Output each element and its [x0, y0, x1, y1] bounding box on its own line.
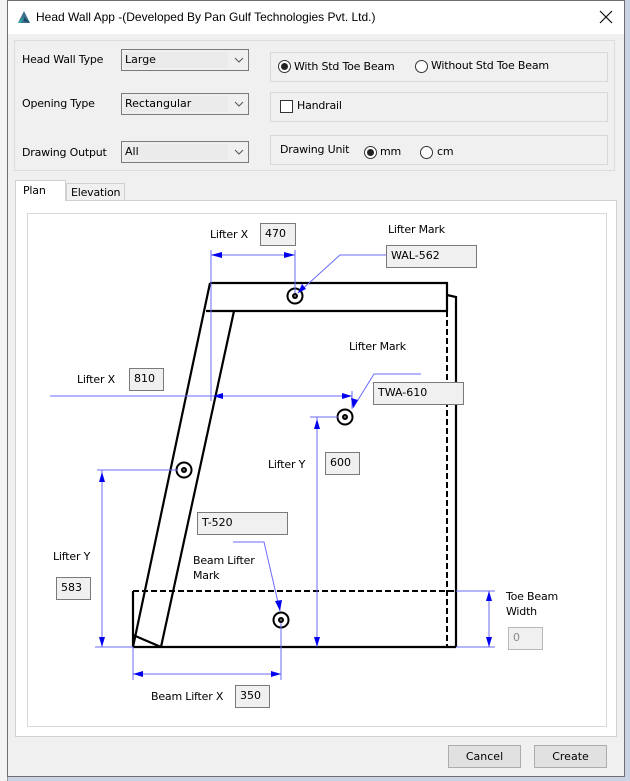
mid-lifter-mark-leader [352, 373, 421, 409]
close-button[interactable] [596, 7, 616, 27]
toe-beam-width-label-line2: Width [506, 605, 537, 618]
top-lifter-mark-label: Lifter Mark [388, 223, 445, 236]
beam-lifter-mark-input[interactable]: T-520 [197, 512, 288, 535]
lifter-beam [272, 611, 290, 629]
mid-lifter-mark-label: Lifter Mark [349, 340, 406, 353]
drawing-output-label: Drawing Output [22, 146, 107, 159]
dimension-arrows [99, 252, 492, 677]
arrow [486, 591, 492, 601]
top-lifter-mark-leader [297, 254, 386, 294]
beam-lifter-mark-label-line1: Beam Lifter [193, 554, 255, 567]
unit-cm-radio[interactable] [420, 146, 433, 159]
tab-plan-label: Plan [23, 184, 46, 197]
chevron-down-icon [234, 57, 244, 63]
handrail-label[interactable]: Handrail [297, 99, 342, 112]
toe-beam-group [270, 52, 608, 82]
mid-lifter-mark-input[interactable]: TWA-610 [373, 382, 464, 405]
plan-drawing [50, 250, 495, 680]
left-lifter-y-input[interactable]: 583 [56, 577, 91, 600]
toe-beam-width-input[interactable]: 0 [508, 627, 543, 650]
beam-lifter-mark-leader [233, 541, 281, 612]
head-wall-type-value: Large [125, 53, 156, 66]
drawing-unit-label: Drawing Unit [280, 143, 350, 156]
mid-lifter-x-label: Lifter X [77, 373, 115, 386]
slanted-wall-inner-edge [159, 310, 236, 648]
arrow [133, 671, 143, 677]
drawing-output-select[interactable]: All [121, 141, 249, 163]
top-lifter-x-input[interactable]: 470 [260, 223, 296, 246]
left-lifter-y-label: Lifter Y [53, 550, 91, 563]
lifter-left [175, 461, 193, 479]
slanted-wall-foot [132, 633, 162, 649]
drawing-output-value: All [125, 145, 139, 158]
arrow [275, 600, 282, 611]
arrow [314, 419, 320, 429]
without-std-toe-beam-label[interactable]: Without Std Toe Beam [431, 59, 549, 72]
handrail-group [270, 92, 608, 122]
top-beam-outline [210, 281, 449, 311]
without-std-toe-beam-radio[interactable] [415, 60, 428, 73]
arrow [284, 252, 295, 258]
handrail-checkbox[interactable] [280, 100, 293, 113]
create-button[interactable]: Create [534, 745, 607, 768]
top-lifter-mark-input[interactable]: WAL-562 [386, 245, 477, 268]
settings-group [14, 40, 615, 171]
close-icon [599, 10, 613, 24]
tab-elevation-label: Elevation [71, 186, 121, 199]
drawing-unit-group [270, 135, 608, 165]
arrow [314, 637, 320, 647]
arrow [99, 637, 105, 647]
with-std-toe-beam-label[interactable]: With Std Toe Beam [294, 60, 395, 73]
wall-outline [131, 281, 458, 649]
arrow [351, 398, 358, 408]
cancel-button[interactable]: Cancel [448, 745, 521, 768]
head-wall-app-dialog: Head Wall App -(Developed By Pan Gulf Te… [7, 0, 625, 777]
lifter-middle [336, 408, 354, 426]
arrow [99, 472, 105, 482]
app-logo-icon [18, 11, 30, 23]
opening-type-select[interactable]: Rectangular [121, 93, 249, 115]
opening-type-value: Rectangular [125, 97, 192, 110]
window-title: Head Wall App -(Developed By Pan Gulf Te… [36, 10, 376, 24]
toe-beam-width-label-line1: Toe Beam [506, 590, 559, 603]
arrow [298, 284, 306, 293]
unit-cm-label[interactable]: cm [437, 145, 454, 158]
slanted-wall-outer-edge [131, 282, 212, 648]
arrow [342, 393, 352, 399]
mid-lifter-y-input[interactable]: 600 [325, 452, 360, 475]
beam-lifter-x-label: Beam Lifter X [151, 690, 224, 703]
arrow [271, 671, 281, 677]
title-bar: Head Wall App -(Developed By Pan Gulf Te… [8, 1, 624, 34]
with-std-toe-beam-radio[interactable] [278, 60, 291, 73]
beam-lifter-x-input[interactable]: 350 [235, 685, 270, 708]
opening-type-label: Opening Type [22, 97, 95, 110]
head-wall-type-select[interactable]: Large [121, 49, 249, 71]
chevron-down-icon [234, 149, 244, 155]
arrow [486, 637, 492, 647]
mid-lifter-y-label: Lifter Y [268, 458, 306, 471]
right-wall-outline [446, 293, 458, 647]
unit-mm-label[interactable]: mm [380, 145, 402, 158]
top-lifter-x-label: Lifter X [210, 228, 248, 241]
arrow [213, 393, 223, 399]
chevron-down-icon [234, 101, 244, 107]
arrow [211, 252, 222, 258]
hidden-lines [133, 311, 456, 647]
beam-lifter-mark-label-line2: Mark [193, 569, 220, 582]
unit-mm-radio[interactable] [364, 146, 377, 159]
tab-elevation[interactable]: Elevation [66, 183, 125, 201]
tab-plan[interactable]: Plan [15, 180, 66, 201]
head-wall-type-label: Head Wall Type [22, 53, 104, 66]
mid-lifter-x-input[interactable]: 810 [129, 368, 164, 391]
